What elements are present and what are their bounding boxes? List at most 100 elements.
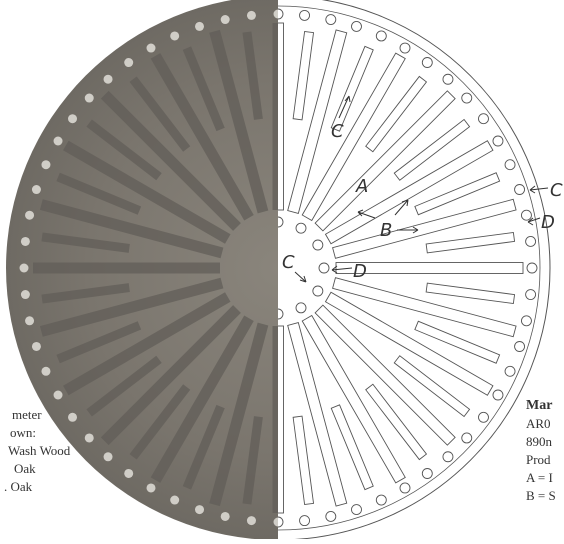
right-caption-line-4: A = I <box>526 470 553 485</box>
left-caption-line-5: . Oak <box>4 479 33 494</box>
right-caption-line-3: Prod <box>526 452 551 467</box>
perimeter-hole-photo <box>53 390 63 400</box>
arrow-b-right <box>397 226 419 234</box>
panel-slot <box>314 90 456 232</box>
inner-hole <box>278 308 284 320</box>
perimeter-hole <box>478 411 489 423</box>
left-caption-line-2: own: <box>10 425 36 440</box>
panel-slot <box>414 172 501 216</box>
panel-slot-photo <box>182 46 225 132</box>
perimeter-hole <box>525 289 537 301</box>
perimeter-hole <box>492 135 504 147</box>
perimeter-hole-photo <box>195 21 205 31</box>
panel-slot-photo <box>86 355 162 417</box>
perimeter-hole <box>442 73 454 85</box>
perimeter-hole-photo <box>25 210 35 220</box>
perimeter-hole <box>461 92 473 104</box>
panel-slot-photo <box>150 53 254 221</box>
panel-slot-photo <box>272 326 278 513</box>
panel-slot <box>330 45 374 132</box>
perimeter-hole-photo <box>103 74 113 84</box>
panel-slot-photo <box>272 23 278 210</box>
perimeter-hole-photo <box>246 516 256 526</box>
arrow-c-top <box>338 95 351 119</box>
inner-hole <box>312 239 324 251</box>
callout-d-inner: D <box>353 261 367 282</box>
callout-c-top: C <box>331 121 344 142</box>
panel-slot-photo <box>209 322 269 507</box>
perimeter-hole-photo <box>20 290 30 300</box>
right-caption-line-5: B = S <box>526 488 556 503</box>
perimeter-hole <box>520 209 532 221</box>
panel-slot-photo <box>63 140 231 244</box>
callout-arrows <box>294 95 549 283</box>
panel-slot-photo <box>41 232 130 253</box>
panel-slot <box>324 291 494 396</box>
panel-slot <box>332 277 517 338</box>
perimeter-hole <box>351 20 362 32</box>
perimeter-hole <box>278 516 284 528</box>
perimeter-hole <box>478 113 489 125</box>
right-caption: Mar AR0 890n Prod A = I B = S <box>526 397 564 505</box>
right-caption-line-2: 890n <box>526 434 552 449</box>
left-caption-line-4: Oak <box>14 461 36 476</box>
perimeter-hole-photo <box>220 511 230 521</box>
panel-slot <box>287 29 348 214</box>
perimeter-hole-photo <box>146 43 156 53</box>
perimeter-hole-photo <box>273 517 278 527</box>
perimeter-hole <box>421 57 433 68</box>
panel-slot-photo <box>100 90 241 231</box>
perimeter-hole <box>421 468 433 479</box>
left-caption-line-1: meter <box>12 407 42 422</box>
panel-slot <box>301 52 406 222</box>
panel-slot-photo <box>63 292 231 396</box>
perimeter-hole-photo <box>41 366 51 376</box>
outer-rim <box>278 0 551 539</box>
panel-slot <box>393 118 471 181</box>
perimeter-hole <box>399 42 411 54</box>
perimeter-hole-photo <box>273 9 278 19</box>
panel-slot-photo <box>100 305 241 446</box>
perimeter-hole-photo <box>170 495 180 505</box>
panel-slot <box>393 355 471 418</box>
inner-hole <box>278 216 284 228</box>
perimeter-hole-photo <box>195 505 205 515</box>
perimeter-hole-photo <box>170 31 180 41</box>
callout-c-rim: C <box>550 180 563 201</box>
panel-slot <box>314 304 456 446</box>
perimeter-hole <box>375 494 387 506</box>
panel-slot <box>425 282 516 305</box>
panel-slot <box>414 320 501 364</box>
perimeter-hole-photo <box>20 236 30 246</box>
left-caption: meter own: Wash Wood Oak . Oak <box>0 406 120 496</box>
panel-slot-photo <box>242 416 263 505</box>
inner-hole <box>318 262 330 274</box>
perimeter-hole <box>442 451 454 463</box>
panel-slot <box>365 383 428 461</box>
panel-slot <box>330 404 374 491</box>
inner-hole <box>295 302 307 314</box>
panel-slot-photo <box>129 384 191 460</box>
inner-rim <box>278 5 541 531</box>
panel-slot <box>287 322 348 507</box>
arrow-d-inner <box>331 265 353 274</box>
perimeter-hole <box>278 8 284 20</box>
perimeter-hole-photo <box>31 185 41 195</box>
panel-slot-photo <box>242 31 263 120</box>
panel-slot-photo <box>150 315 254 483</box>
perimeter-hole <box>504 159 516 171</box>
perimeter-hole <box>325 14 337 26</box>
perimeter-hole <box>461 432 473 444</box>
left-caption-line-3: Wash Wood <box>8 443 71 458</box>
right-caption-line-1: AR0 <box>526 416 551 431</box>
panel-slot-photo <box>56 321 142 364</box>
perimeter-hole <box>299 515 311 527</box>
perimeter-hole <box>504 365 516 377</box>
panel-slot <box>324 140 494 245</box>
panel-slot-photo <box>33 262 220 274</box>
perimeter-hole-photo <box>41 160 51 170</box>
perimeter-hole-photo <box>25 316 35 326</box>
panel-slot-photo <box>56 172 142 215</box>
